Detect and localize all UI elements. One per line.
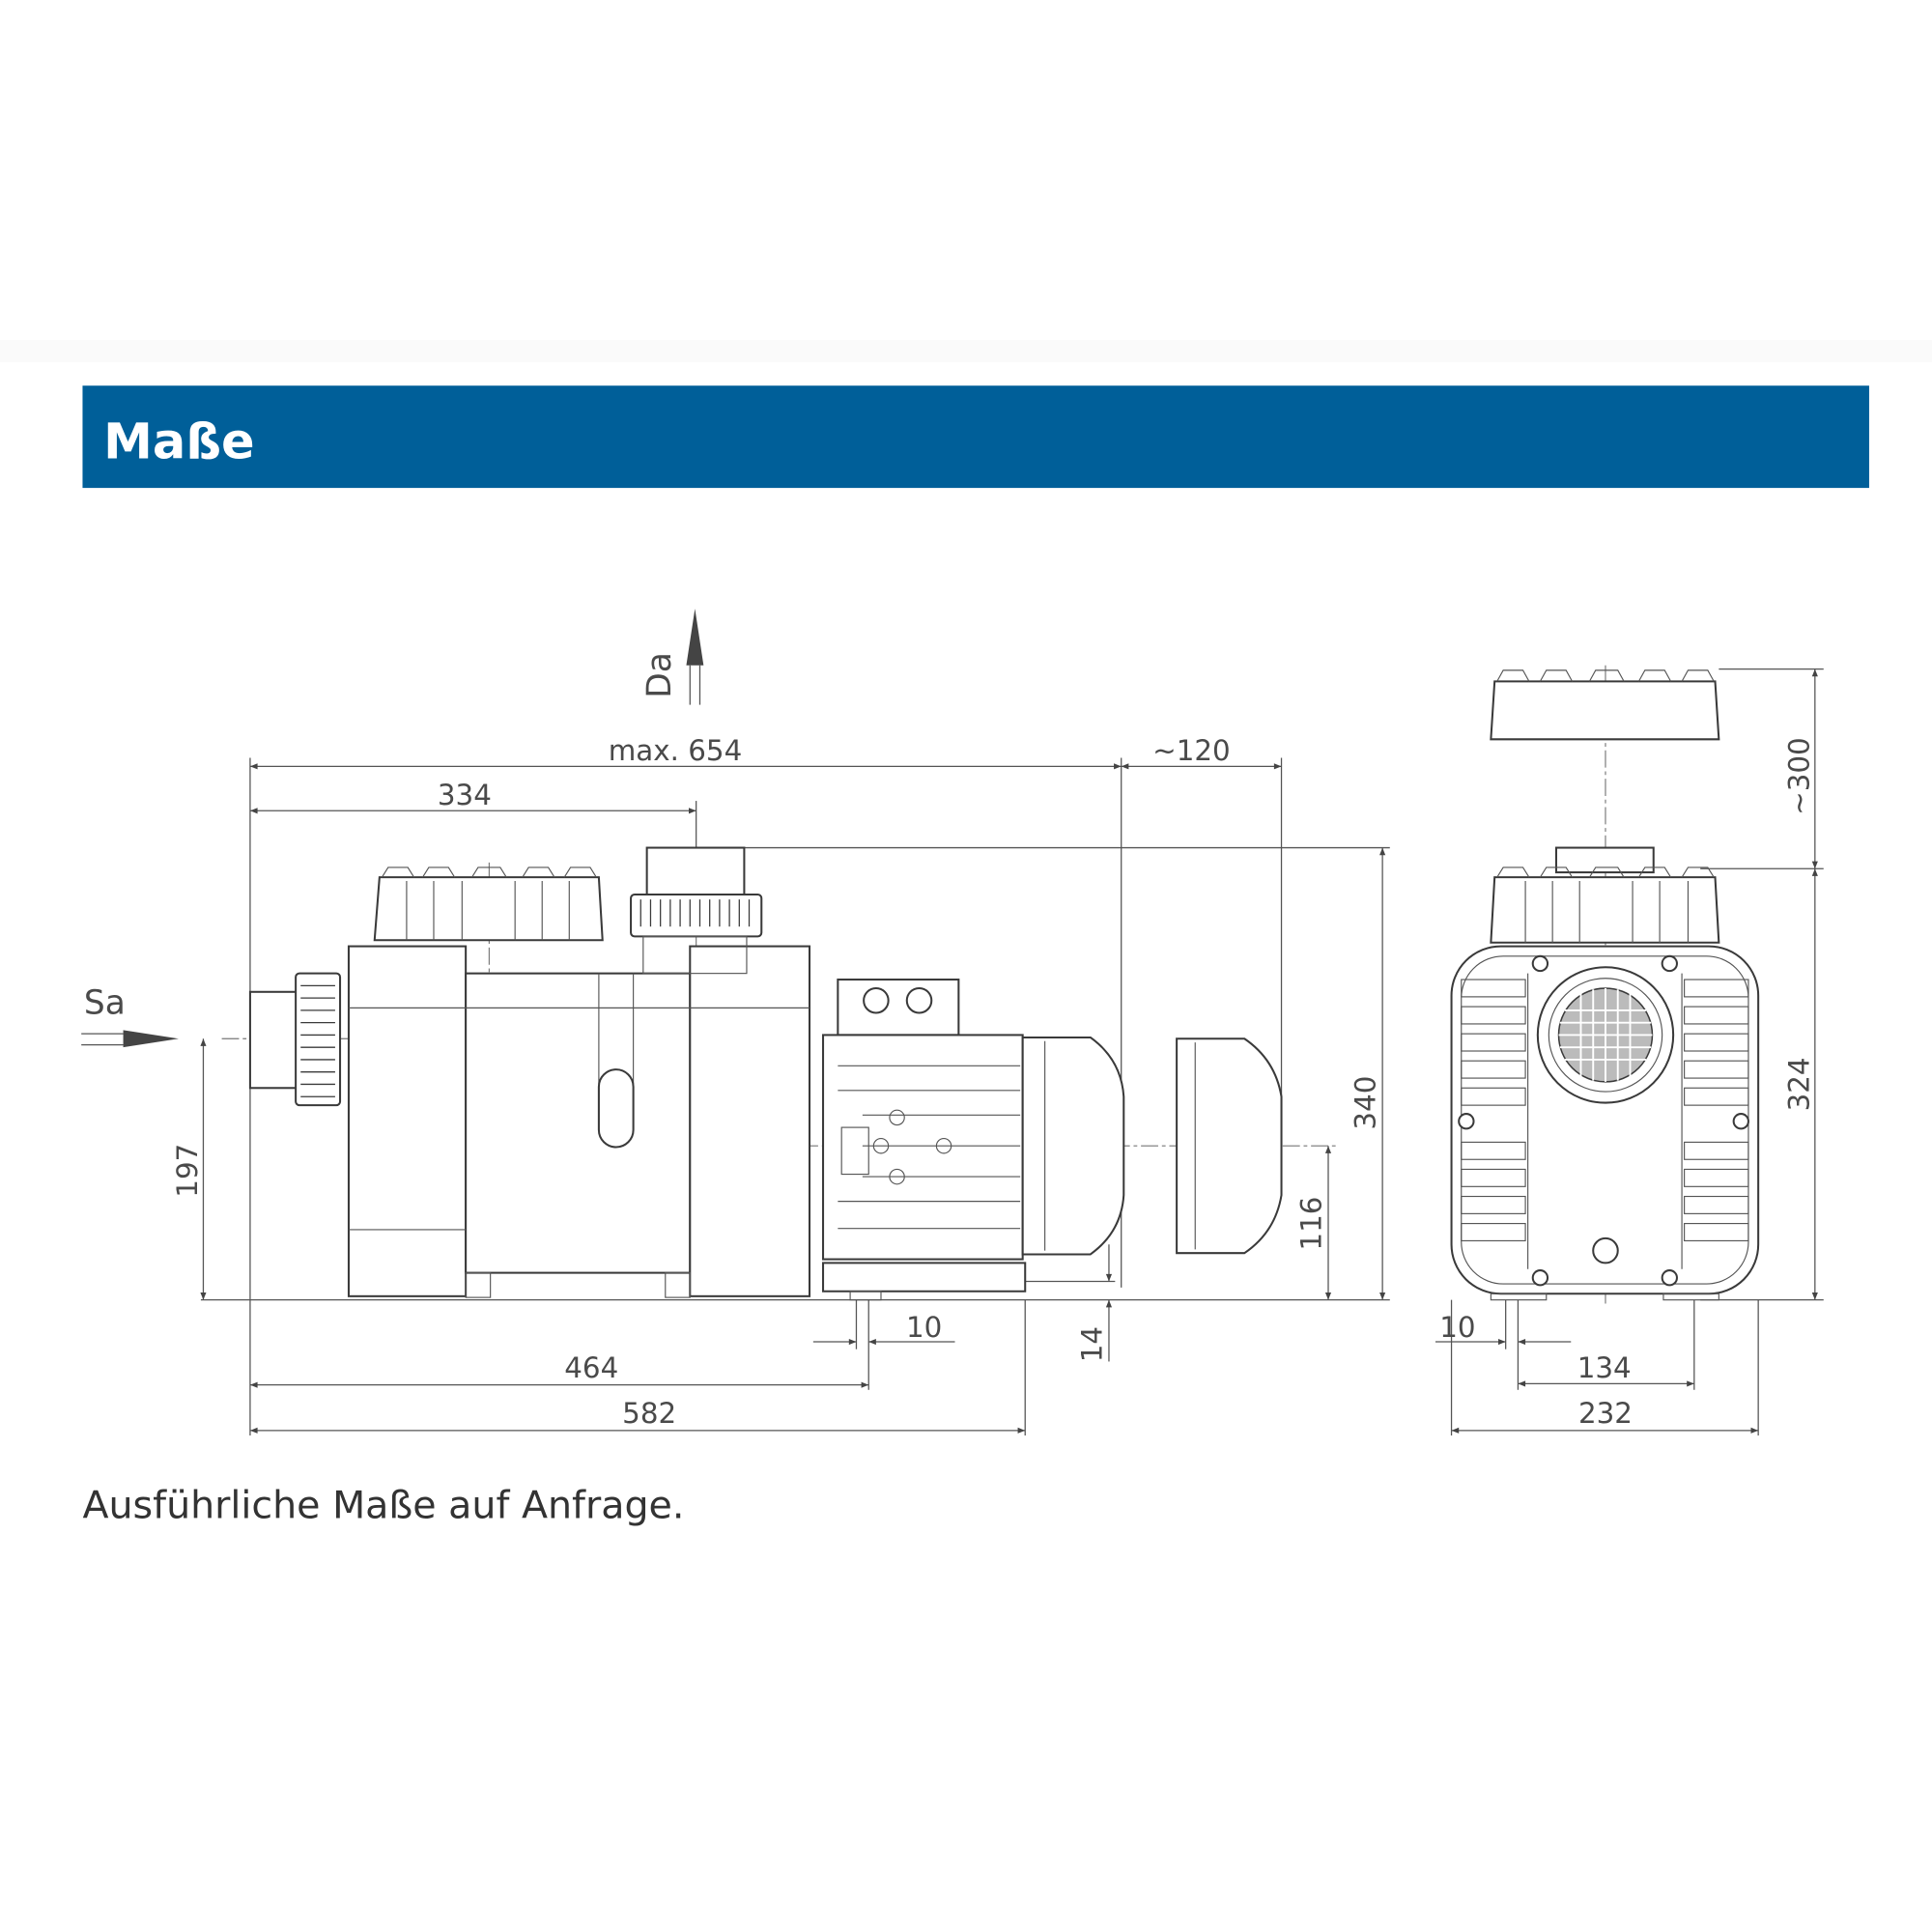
dim-foot-height: 14 [1075, 1326, 1108, 1362]
discharge-arrow-icon [686, 609, 704, 705]
front-view-drawing [1435, 665, 1824, 1435]
footer-note: Ausführliche Maße auf Anfrage. [82, 1483, 684, 1527]
dim-front-foot-hole: 10 [1439, 1311, 1475, 1344]
dim-foot-hole: 10 [906, 1311, 942, 1344]
suction-label: Sa [84, 984, 126, 1023]
dim-foot-position: 464 [564, 1351, 618, 1384]
top-band [0, 340, 1932, 362]
dim-foot-spacing: 134 [1577, 1351, 1632, 1384]
dim-outlet-position: 334 [438, 779, 492, 811]
dim-front-height: 324 [1782, 1057, 1815, 1111]
dim-lid-removal: ~300 [1782, 737, 1815, 815]
side-view-drawing [81, 609, 1390, 1435]
dim-width: 232 [1578, 1397, 1633, 1430]
discharge-label: Da [640, 652, 679, 698]
header-bar [82, 385, 1869, 489]
dim-fan-removal: ~120 [1152, 734, 1231, 767]
dim-base-length: 582 [622, 1397, 676, 1430]
dim-overall-length: max. 654 [609, 734, 743, 767]
suction-arrow-icon [81, 1030, 179, 1048]
dim-height: 340 [1349, 1076, 1381, 1130]
dim-inlet-height: 197 [171, 1144, 204, 1198]
dim-shaft-height: 116 [1294, 1197, 1327, 1251]
section-header: Maße [82, 385, 1869, 489]
section-title: Maße [103, 413, 254, 470]
